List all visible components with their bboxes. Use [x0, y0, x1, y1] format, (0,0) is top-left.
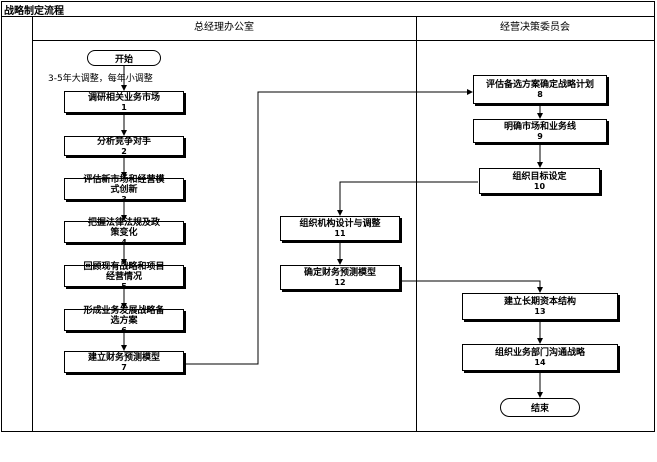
step-box-8: 评估备选方案确定战略计划 8	[473, 75, 607, 104]
step-box-7: 建立财务预测模型 7	[64, 351, 184, 373]
step-box-4: 把握法律法规及政策变化 4	[64, 217, 184, 247]
step-number: 9	[537, 131, 543, 141]
step-box-5: 回顾现有战略和项目经营情况 5	[64, 261, 184, 291]
step-number: 11	[334, 229, 346, 238]
step-number: 4	[121, 237, 127, 247]
step-box-10: 组织目标设定 10	[479, 168, 600, 194]
step-number: 8	[537, 90, 543, 99]
step-text: 组织目标设定	[512, 171, 567, 182]
step-box-9: 明确市场和业务线 9	[473, 119, 607, 143]
step-box-6: 形成业务发展战略备选方案 6	[64, 305, 184, 335]
step-box-1: 调研相关业务市场 1	[64, 91, 184, 113]
step-text: 组织业务部门沟通战略	[494, 348, 585, 358]
step-text: 分析竞争对手	[96, 136, 151, 147]
step-text: 形成业务发展战略备选方案	[83, 305, 165, 326]
step-text: 明确市场和业务线	[503, 121, 576, 132]
step-number: 6	[121, 325, 127, 335]
lane-title-general-office: 总经理办公室	[194, 22, 254, 33]
step-number: 13	[534, 307, 546, 316]
step-text: 评估新市场和经营模式创新	[83, 174, 165, 195]
end-terminator: 结束	[500, 398, 580, 417]
step-text: 把握法律法规及政策变化	[87, 217, 160, 238]
step-box-2: 分析竞争对手 2	[64, 136, 184, 156]
step-number: 10	[533, 181, 546, 191]
diagram-title: 战略制定流程	[4, 6, 64, 17]
lane-title-decision-committee: 经营决策委员会	[500, 22, 570, 33]
step-text: 回顾现有战略和项目经营情况	[83, 261, 165, 282]
step-text: 建立财务预测模型	[87, 352, 160, 363]
step-number: 14	[534, 358, 546, 367]
step-number: 5	[121, 281, 127, 291]
step-text: 确定财务预测模型	[303, 268, 376, 278]
step-box-13: 建立长期资本结构 13	[462, 293, 618, 320]
step-number: 2	[121, 146, 127, 156]
step-text: 建立长期资本结构	[503, 297, 576, 307]
step-box-3: 评估新市场和经营模式创新 3	[64, 174, 184, 204]
step-number: 3	[121, 194, 127, 204]
step-box-12: 确定财务预测模型 12	[280, 265, 400, 290]
step-number: 7	[121, 362, 127, 372]
step-box-11: 组织机构设计与调整 11	[280, 216, 400, 241]
step-text: 评估备选方案确定战略计划	[485, 80, 594, 90]
start-terminator: 开始	[87, 50, 161, 66]
step-number: 1	[121, 102, 127, 112]
step-text: 调研相关业务市场	[87, 92, 160, 103]
step-text: 组织机构设计与调整	[299, 219, 381, 229]
step-box-14: 组织业务部门沟通战略 14	[462, 344, 618, 371]
step-number: 12	[334, 278, 346, 287]
adjustment-note: 3-5年大调整，每年小调整	[48, 74, 153, 84]
